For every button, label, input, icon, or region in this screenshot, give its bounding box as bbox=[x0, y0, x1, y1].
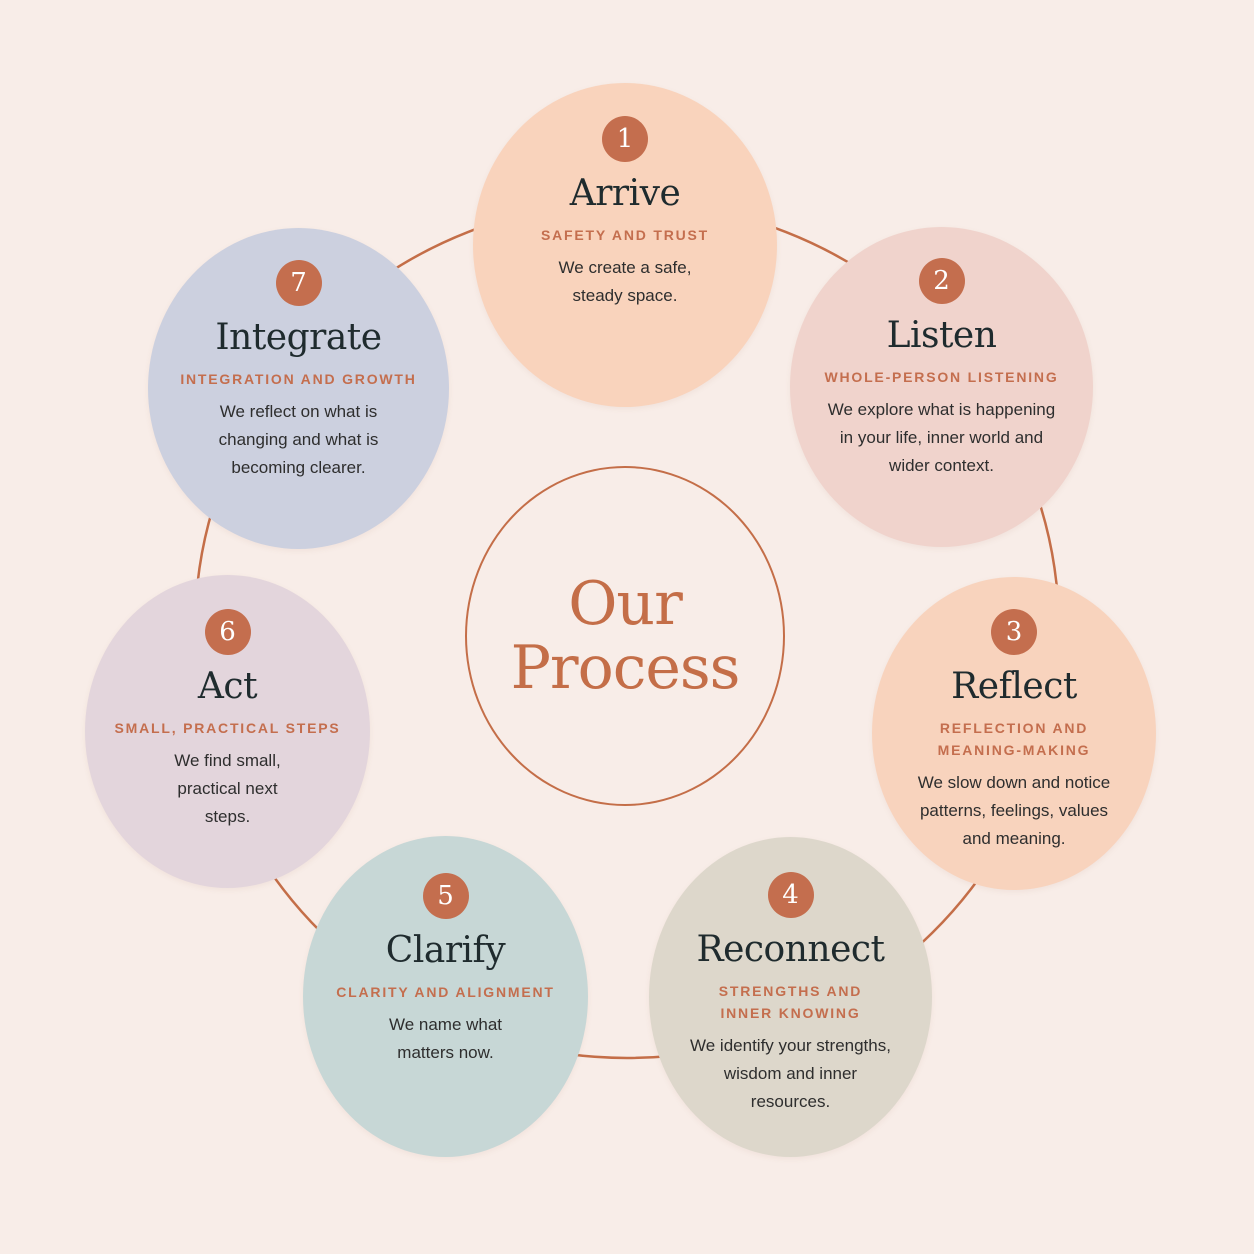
step-title: Listen bbox=[886, 315, 997, 356]
step-circle-reconnect: 4 Reconnect STRENGTHS AND INNER KNOWING … bbox=[649, 837, 932, 1157]
step-title: Reconnect bbox=[696, 929, 885, 970]
step-subtitle: REFLECTION AND MEANING-MAKING bbox=[937, 720, 1091, 758]
step-subtitle: SAFETY AND TRUST bbox=[540, 227, 710, 243]
step-number-badge: 4 bbox=[767, 872, 814, 918]
step-subtitle: WHOLE-PERSON LISTENING bbox=[824, 369, 1059, 385]
step-description: We reflect on what is changing and what … bbox=[218, 402, 379, 477]
step-subtitle: STRENGTHS AND INNER KNOWING bbox=[718, 983, 863, 1021]
step-circle-integrate: 7 Integrate INTEGRATION AND GROWTH We re… bbox=[148, 228, 449, 549]
step-circle-act: 6 Act SMALL, PRACTICAL STEPS We find sma… bbox=[85, 575, 370, 888]
step-description: We create a safe, steady space. bbox=[558, 258, 692, 305]
center-title: Our Process bbox=[510, 569, 741, 703]
step-title: Act bbox=[197, 666, 258, 707]
step-circle-clarify: 5 Clarify CLARITY AND ALIGNMENT We name … bbox=[303, 836, 588, 1157]
step-circle-arrive: 1 Arrive SAFETY AND TRUST We create a sa… bbox=[473, 83, 777, 407]
step-title: Arrive bbox=[569, 173, 681, 214]
step-description: We name what matters now. bbox=[388, 1015, 503, 1062]
step-description: We explore what is happening in your lif… bbox=[827, 400, 1056, 475]
step-title: Integrate bbox=[215, 317, 382, 358]
step-description: We slow down and notice patterns, feelin… bbox=[917, 773, 1111, 848]
step-subtitle: CLARITY AND ALIGNMENT bbox=[336, 984, 555, 1000]
step-number-badge: 5 bbox=[422, 873, 469, 919]
step-title: Reflect bbox=[951, 666, 1077, 707]
step-number-badge: 2 bbox=[918, 258, 965, 304]
step-description: We find small, practical next steps. bbox=[174, 751, 281, 826]
step-number-badge: 7 bbox=[275, 260, 322, 306]
step-circle-listen: 2 Listen WHOLE-PERSON LISTENING We explo… bbox=[790, 227, 1093, 547]
center-circle: Our Process bbox=[465, 466, 785, 806]
step-number-badge: 1 bbox=[602, 116, 648, 162]
step-description: We identify your strengths, wisdom and i… bbox=[690, 1036, 891, 1111]
step-number-badge: 3 bbox=[991, 609, 1037, 655]
step-number-badge: 6 bbox=[204, 609, 251, 655]
step-circle-reflect: 3 Reflect REFLECTION AND MEANING-MAKING … bbox=[872, 577, 1156, 890]
step-subtitle: SMALL, PRACTICAL STEPS bbox=[114, 720, 341, 736]
step-title: Clarify bbox=[385, 930, 506, 971]
step-subtitle: INTEGRATION AND GROWTH bbox=[180, 371, 417, 387]
